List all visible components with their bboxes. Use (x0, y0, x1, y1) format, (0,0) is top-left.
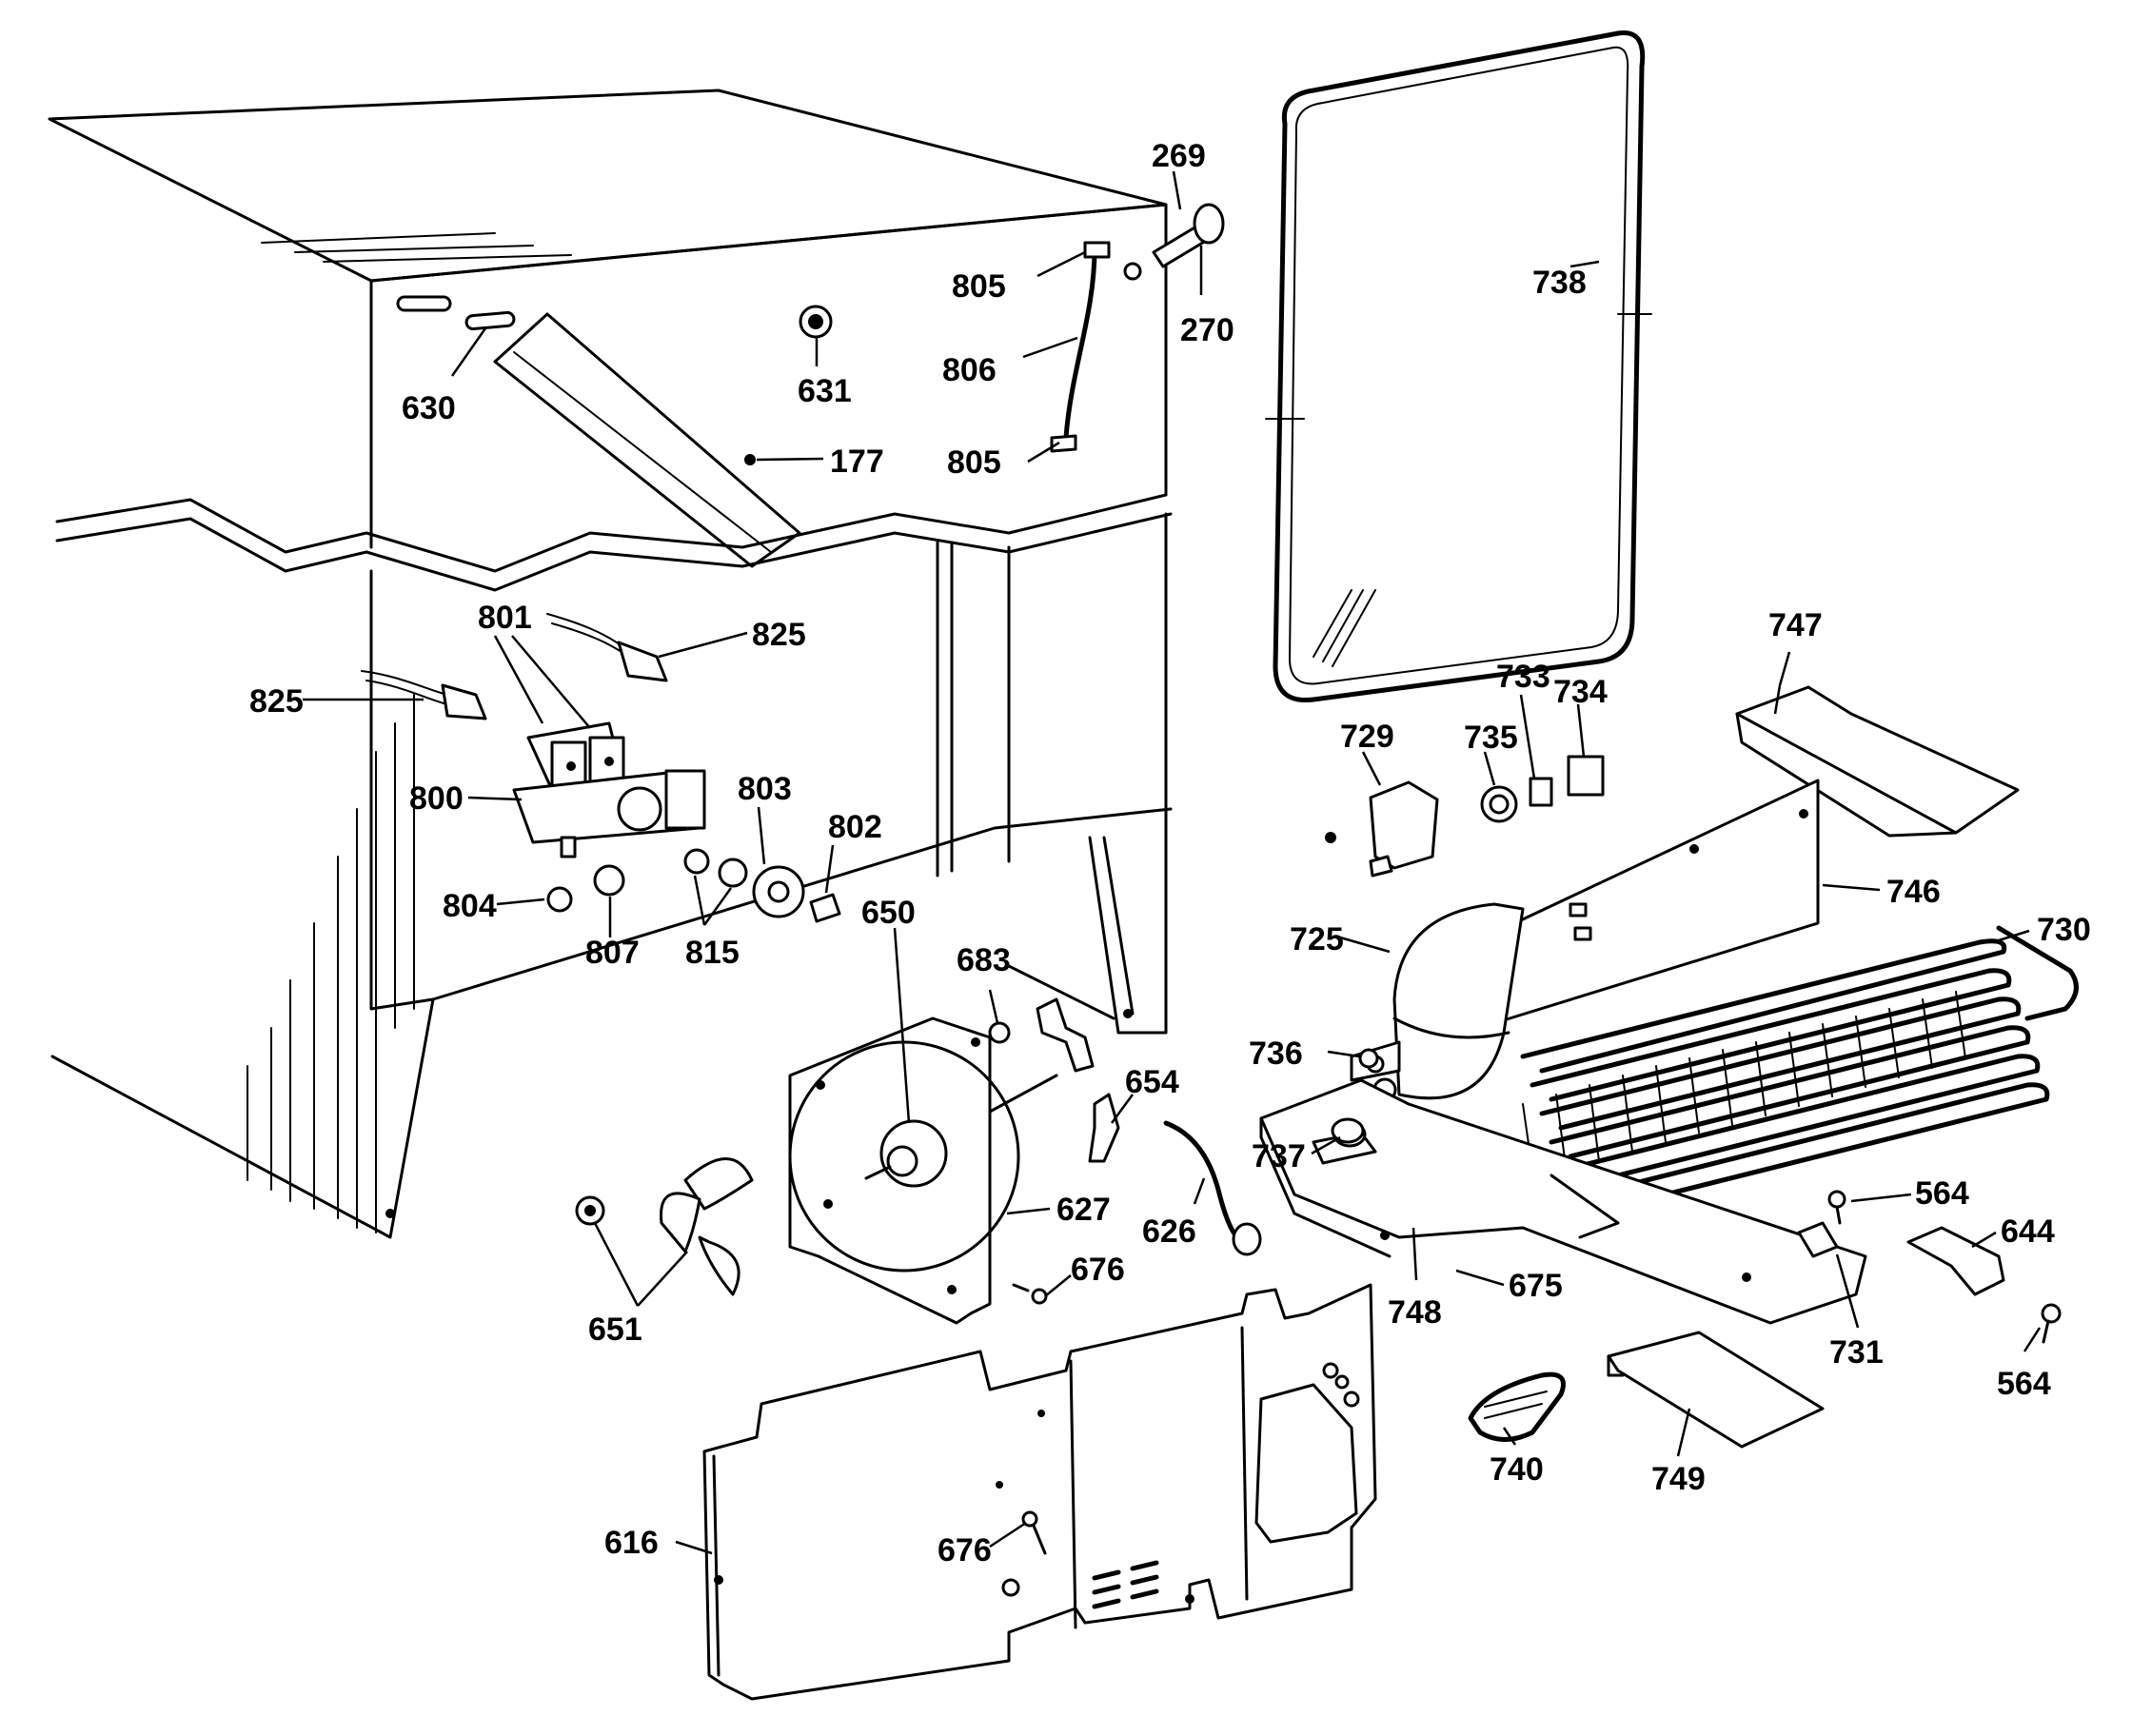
callout-738: 738 (1532, 265, 1587, 301)
callout-801: 801 (478, 600, 532, 636)
callout-803: 803 (738, 771, 792, 807)
callout-737: 737 (1252, 1138, 1306, 1174)
callout-654: 654 (1125, 1064, 1179, 1100)
callout-644: 644 (2001, 1213, 2055, 1250)
callout-683: 683 (957, 942, 1011, 978)
callout-564-upper: 564 (1915, 1175, 1969, 1212)
callout-270: 270 (1180, 312, 1234, 348)
cabinet-body (48, 89, 1173, 1239)
part-746-cover (1492, 779, 1820, 1025)
callout-676-lower: 676 (938, 1532, 992, 1568)
callout-806: 806 (942, 352, 997, 388)
part-740-clip-spring (1468, 1371, 1566, 1442)
callout-733: 733 (1496, 659, 1550, 695)
callout-802: 802 (828, 809, 882, 845)
callout-734: 734 (1553, 674, 1608, 710)
callout-564-lower: 564 (1997, 1366, 2051, 1402)
callout-747: 747 (1768, 607, 1823, 643)
part-804-807-815-803-802-fittings (546, 848, 841, 923)
part-564-screw-a (1827, 1190, 1846, 1225)
part-564-screw-b (2041, 1303, 2062, 1344)
callout-815: 815 (685, 935, 740, 971)
part-806-tube (1050, 241, 1111, 453)
callout-627: 627 (1056, 1192, 1111, 1228)
callout-807: 807 (585, 935, 640, 971)
callout-177: 177 (830, 444, 884, 480)
callout-651: 651 (588, 1312, 642, 1348)
part-650-fan-motor (864, 1119, 948, 1188)
callout-825-right: 825 (752, 617, 806, 653)
callout-650: 650 (861, 895, 916, 931)
part-269-270-handle (1123, 203, 1225, 281)
part-725-compressor (1350, 902, 1525, 1102)
part-735-733-734-switches (1480, 755, 1605, 823)
callout-749: 749 (1651, 1461, 1706, 1497)
part-626-wire-harness (1163, 1120, 1262, 1256)
callout-735: 735 (1464, 720, 1518, 756)
part-683-654-clips (988, 997, 1120, 1163)
callout-800: 800 (409, 780, 464, 817)
part-731-clip (1797, 1221, 1839, 1258)
callout-748: 748 (1388, 1294, 1442, 1331)
callout-731: 731 (1829, 1334, 1884, 1371)
callout-675: 675 (1509, 1268, 1563, 1304)
callout-805-top: 805 (952, 268, 1006, 305)
part-616-access-panel (702, 1283, 1377, 1701)
leader-lines (303, 170, 2042, 1555)
callout-740: 740 (1490, 1451, 1544, 1488)
callout-616: 616 (604, 1525, 659, 1561)
part-644-bracket (1906, 1226, 2005, 1296)
part-738-gasket (1265, 30, 1652, 703)
callout-729: 729 (1340, 719, 1394, 755)
part-676-screw-b (1021, 1510, 1047, 1555)
callout-804: 804 (443, 888, 497, 924)
part-736-washer (1358, 1048, 1379, 1069)
callout-725: 725 (1290, 921, 1344, 957)
part-676-screw-a (1012, 1283, 1048, 1305)
callout-730: 730 (2037, 912, 2091, 948)
callout-676-upper: 676 (1071, 1252, 1125, 1288)
part-825-wire-connectors (361, 613, 668, 720)
part-800-801-water-valve (512, 721, 706, 858)
callout-269: 269 (1152, 138, 1206, 174)
part-730-condenser (1520, 925, 2079, 1216)
callout-631: 631 (798, 373, 852, 409)
callout-630: 630 (402, 390, 456, 426)
callout-825-left: 825 (249, 683, 304, 720)
part-737-mount (1331, 1117, 1365, 1144)
part-177-screw (744, 454, 756, 465)
part-631-grommet (799, 305, 833, 339)
callout-805-bottom: 805 (947, 444, 1001, 481)
callout-labels: 269 270 738 805 806 805 631 630 177 801 … (249, 138, 2091, 1568)
part-651-fan-blade (575, 1157, 754, 1296)
callout-736: 736 (1249, 1036, 1303, 1072)
part-749-insulation (1607, 1331, 1825, 1449)
callout-746: 746 (1886, 874, 1941, 910)
callout-626: 626 (1142, 1213, 1196, 1250)
part-729-relay (1325, 780, 1439, 878)
part-748-base-pan (1259, 1078, 1867, 1325)
